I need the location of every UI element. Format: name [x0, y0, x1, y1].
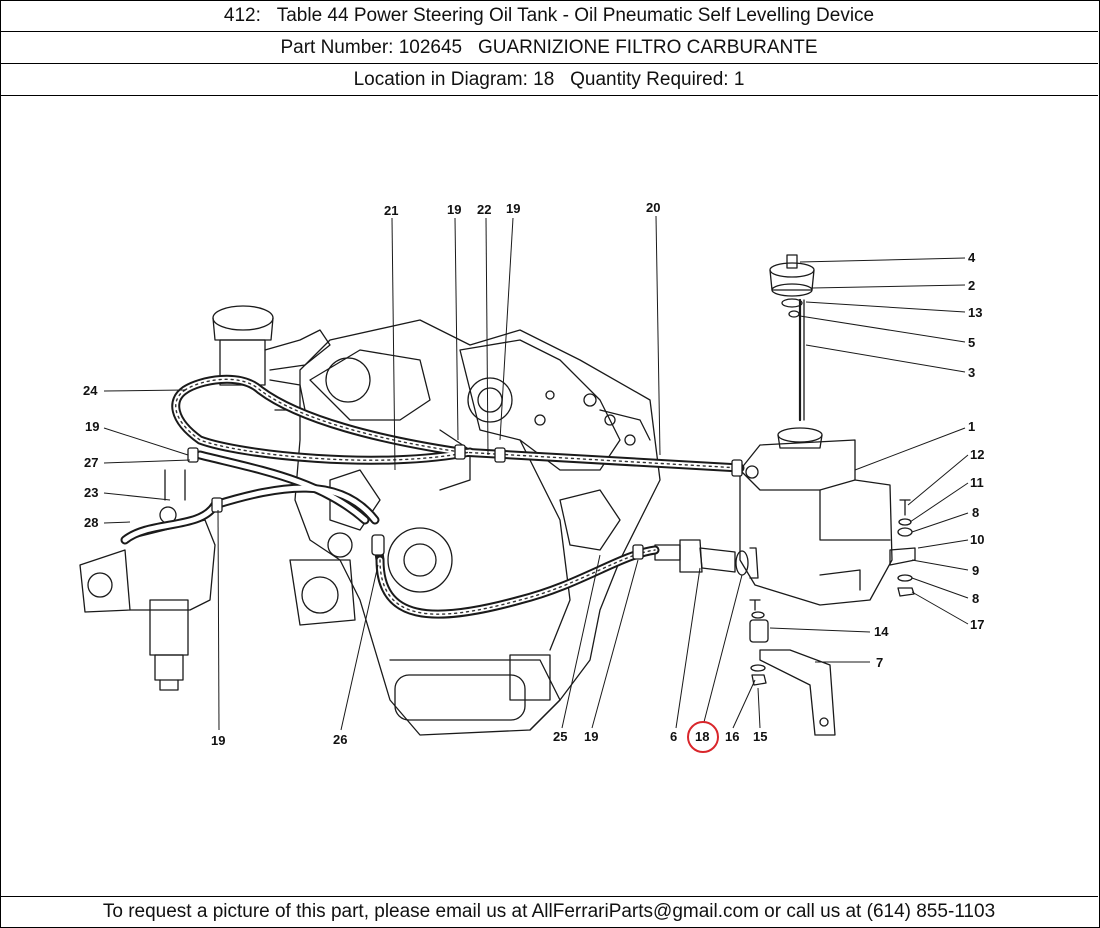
callout-23: 23	[84, 485, 98, 500]
callout-19: 19	[584, 729, 598, 744]
callout-26: 26	[333, 732, 347, 747]
callout-19: 19	[447, 202, 461, 217]
callout-17: 17	[970, 617, 984, 632]
callout-6: 6	[670, 729, 677, 744]
callout-22: 22	[477, 202, 491, 217]
callout-18: 18	[695, 729, 709, 744]
parts-diagram: 21 19 22 19 20 4 2 13 5 3 1 12 11 8 10 9…	[0, 96, 1098, 896]
callout-25: 25	[553, 729, 567, 744]
location-value: 18	[533, 68, 555, 90]
part-number-label: Part Number:	[280, 36, 394, 58]
highlight-ring	[687, 721, 719, 753]
callout-24: 24	[83, 383, 98, 398]
callout-10: 10	[970, 532, 984, 547]
callout-27: 27	[84, 455, 98, 470]
callout-8: 8	[972, 505, 979, 520]
callout-19: 19	[506, 201, 520, 216]
callout-11: 11	[970, 475, 984, 490]
quantity-value: 1	[733, 68, 745, 90]
steering-box-drawing	[79, 469, 216, 691]
callout-19: 19	[85, 419, 99, 434]
callout-28: 28	[84, 515, 98, 530]
location-label: Location in Diagram:	[353, 68, 528, 90]
quantity-label: Quantity Required:	[570, 68, 729, 90]
page-title: Table 44 Power Steering Oil Tank - Oil P…	[276, 4, 875, 26]
part-number-row: Part Number: 102645 GUARNIZIONE FILTRO C…	[0, 32, 1098, 64]
callout-labels: 21 19 22 19 20 4 2 13 5 3 1 12 11 8 10 9…	[83, 200, 984, 748]
callout-12: 12	[970, 447, 984, 462]
callout-3: 3	[968, 365, 975, 380]
callout-19: 19	[211, 733, 225, 748]
callout-5: 5	[968, 335, 975, 350]
part-name: GUARNIZIONE FILTRO CARBURANTE	[477, 36, 818, 58]
callout-7: 7	[876, 655, 883, 670]
callout-14: 14	[874, 624, 889, 639]
title-number: 412:	[223, 4, 261, 26]
parts-diagram-svg: 21 19 22 19 20 4 2 13 5 3 1 12 11 8 10 9…	[79, 200, 984, 753]
callout-13: 13	[968, 305, 982, 320]
contact-text: To request a picture of this part, pleas…	[102, 901, 996, 922]
callout-2: 2	[968, 278, 975, 293]
hose-lines	[120, 374, 745, 619]
callout-20: 20	[646, 200, 660, 215]
oil-tank-drawing	[739, 298, 893, 606]
mount-hardware-drawing	[749, 499, 916, 736]
callout-8: 8	[972, 591, 979, 606]
contact-footer: To request a picture of this part, pleas…	[0, 896, 1098, 927]
callout-1: 1	[968, 419, 975, 434]
callout-16: 16	[725, 729, 739, 744]
engine-block-drawing	[289, 319, 661, 736]
leader-lines	[103, 215, 969, 731]
hose-clamps	[187, 444, 743, 560]
callout-9: 9	[972, 563, 979, 578]
part-number-value: 102645	[398, 36, 463, 58]
callout-21: 21	[384, 203, 398, 218]
callout-4: 4	[968, 250, 976, 265]
title-row: 412: Table 44 Power Steering Oil Tank - …	[0, 0, 1098, 32]
filter-assembly-drawing	[654, 539, 759, 579]
location-row: Location in Diagram: 18 Quantity Require…	[0, 64, 1098, 96]
callout-15: 15	[753, 729, 767, 744]
tank-cap-drawing	[769, 254, 815, 318]
